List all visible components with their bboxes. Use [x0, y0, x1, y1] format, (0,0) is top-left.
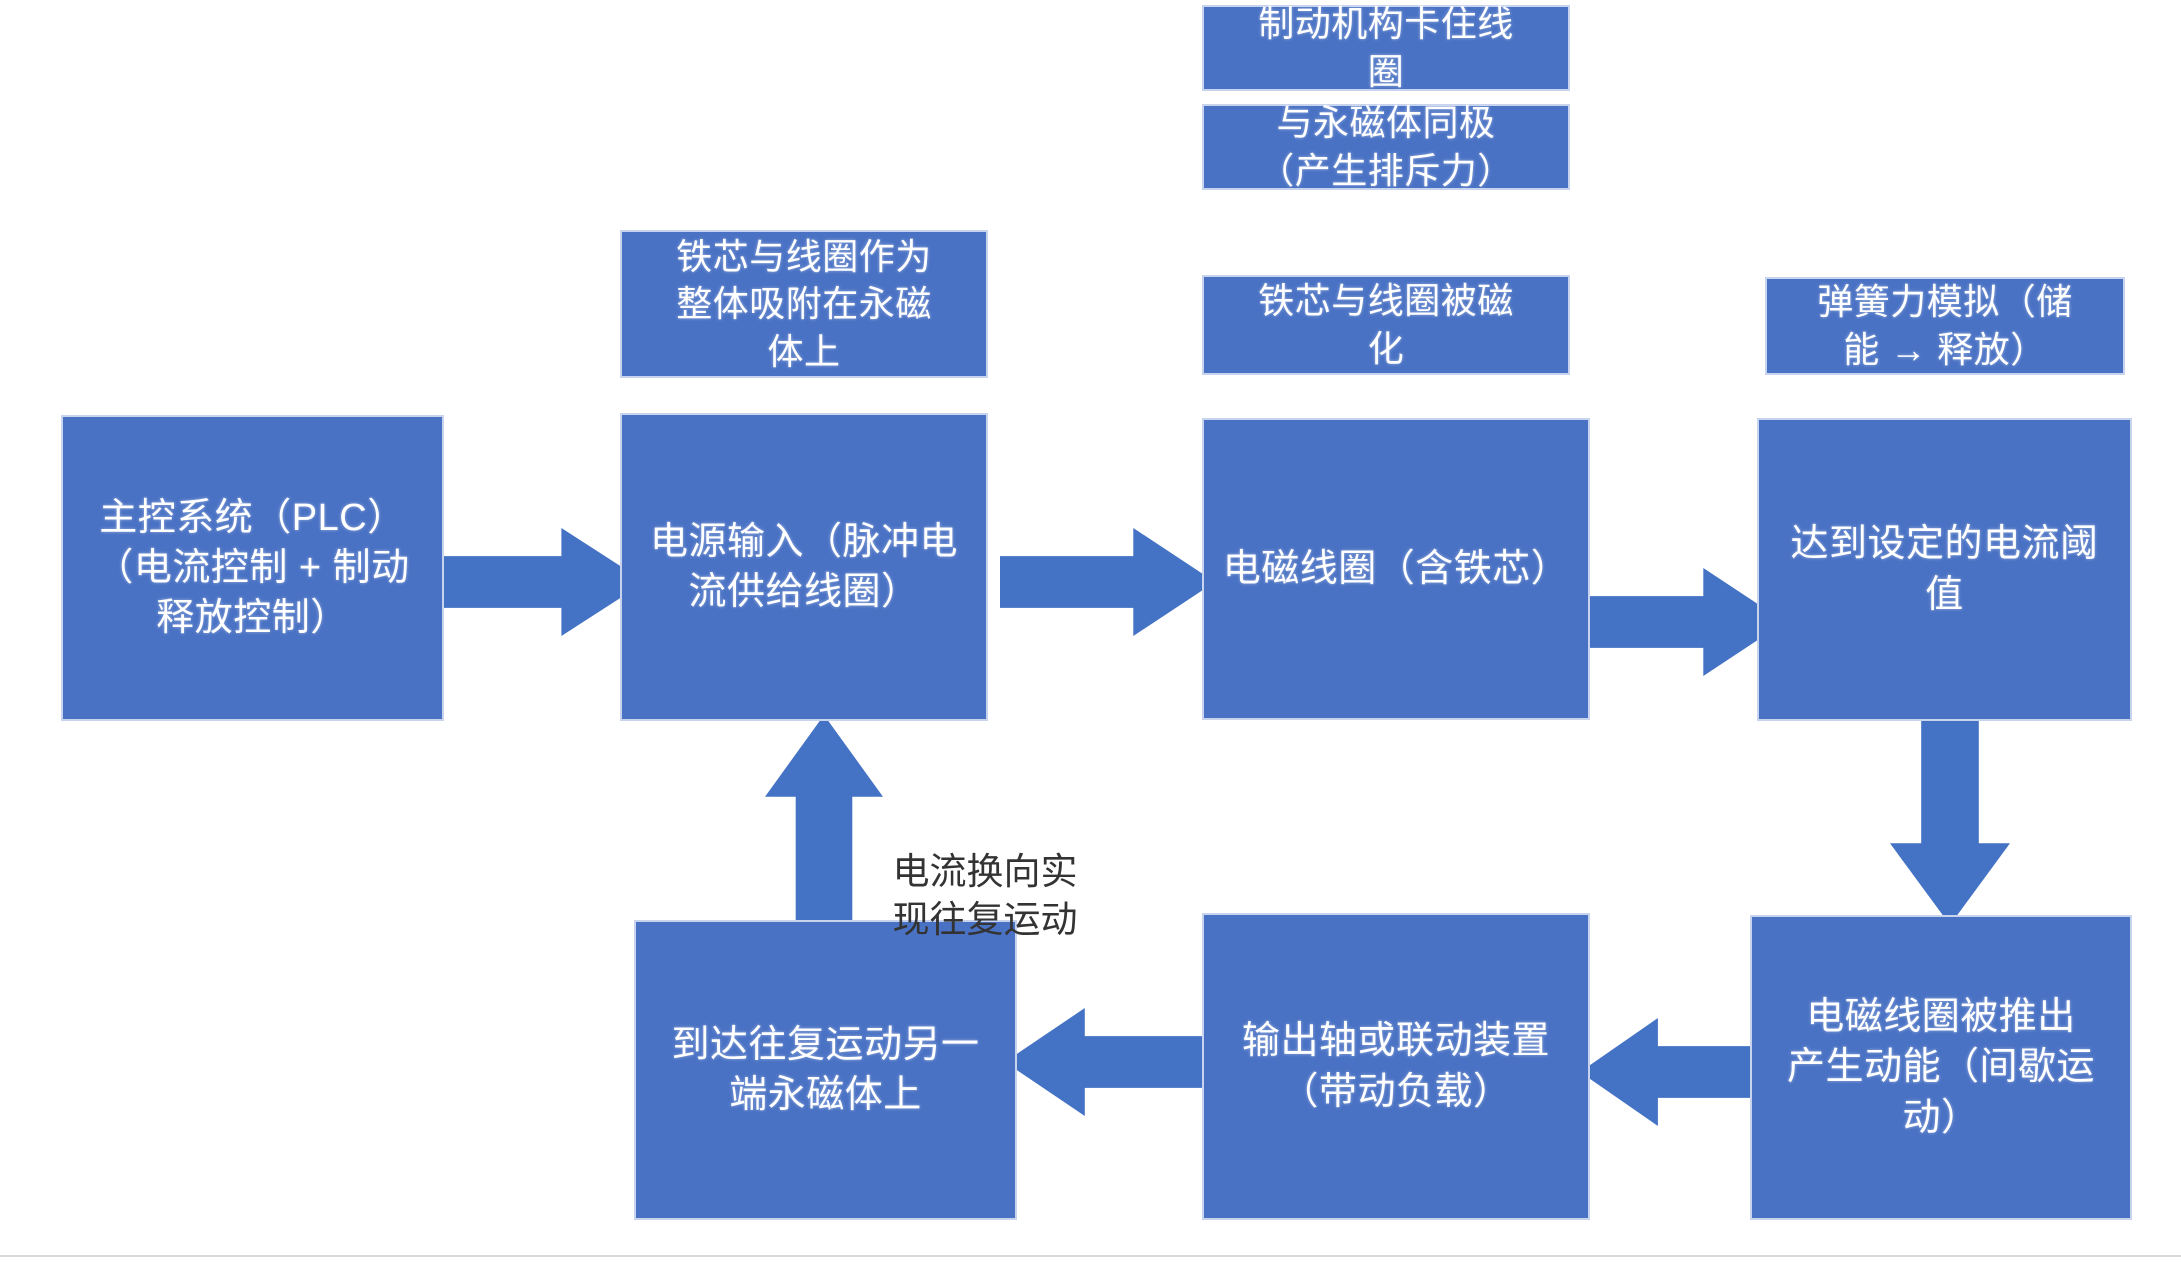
node-other-end-label: 到达往复运动另一 端永磁体上 [671, 1023, 980, 1116]
node-power-input-label: 电源输入（脉冲电 流供给线圈） [649, 520, 958, 613]
node-spring-sim-label: 弹簧力模拟（储 能 → 释放） [1817, 281, 2073, 370]
annotation-current-reversing-text: 电流换向实 现往复运动 [892, 851, 1078, 941]
node-threshold-label: 达到设定的电流阈 值 [1790, 523, 2099, 616]
node-threshold[interactable]: 达到设定的电流阈 值 [1757, 418, 2132, 721]
arrow-threshold-to-pushed [1890, 710, 2010, 925]
node-spring-sim[interactable]: 弹簧力模拟（储 能 → 释放） [1765, 277, 2125, 375]
node-brake-lock-label: 制动机构卡住线 圈 [1258, 3, 1514, 92]
node-plc-label: 主控系统（PLC） （电流控制 + 制动 释放控制） [95, 496, 410, 640]
node-magnetized-label: 铁芯与线圈被磁 化 [1258, 280, 1514, 369]
node-output-shaft[interactable]: 输出轴或联动装置 （带动负载） [1202, 913, 1590, 1220]
node-same-pole[interactable]: 与永磁体同极 （产生排斥力） [1202, 102, 1570, 191]
arrow-coil-to-threshold [1570, 568, 1785, 676]
node-power-input[interactable]: 电源输入（脉冲电 流供给线圈） [620, 413, 988, 721]
node-coil-label: 电磁线圈（含铁芯） [1222, 547, 1570, 590]
node-output-shaft-label: 输出轴或联动装置 （带动负载） [1241, 1020, 1550, 1113]
annotation-current-reversing: 电流换向实 现往复运动 [855, 800, 1115, 944]
node-same-pole-label: 与永磁体同极 （产生排斥力） [1258, 102, 1514, 191]
bottom-divider [0, 1255, 2181, 1257]
node-core-attach[interactable]: 铁芯与线圈作为 整体吸附在永磁 体上 [620, 230, 988, 378]
node-other-end[interactable]: 到达往复运动另一 端永磁体上 [634, 920, 1017, 1220]
arrow-output-to-other-end [1005, 1008, 1215, 1116]
node-plc[interactable]: 主控系统（PLC） （电流控制 + 制动 释放控制） [61, 415, 444, 721]
arrow-power-to-coil [1000, 528, 1215, 636]
arrow-plc-to-power [425, 528, 645, 636]
node-brake-lock[interactable]: 制动机构卡住线 圈 [1202, 3, 1570, 92]
node-magnetized[interactable]: 铁芯与线圈被磁 化 [1202, 275, 1570, 375]
node-core-attach-label: 铁芯与线圈作为 整体吸附在永磁 体上 [676, 235, 932, 372]
node-pushed-out-label: 电磁线圈被推出 产生动能（间歇运 动） [1786, 996, 2095, 1139]
node-pushed-out[interactable]: 电磁线圈被推出 产生动能（间歇运 动） [1750, 915, 2132, 1220]
node-coil[interactable]: 电磁线圈（含铁芯） [1202, 418, 1590, 720]
